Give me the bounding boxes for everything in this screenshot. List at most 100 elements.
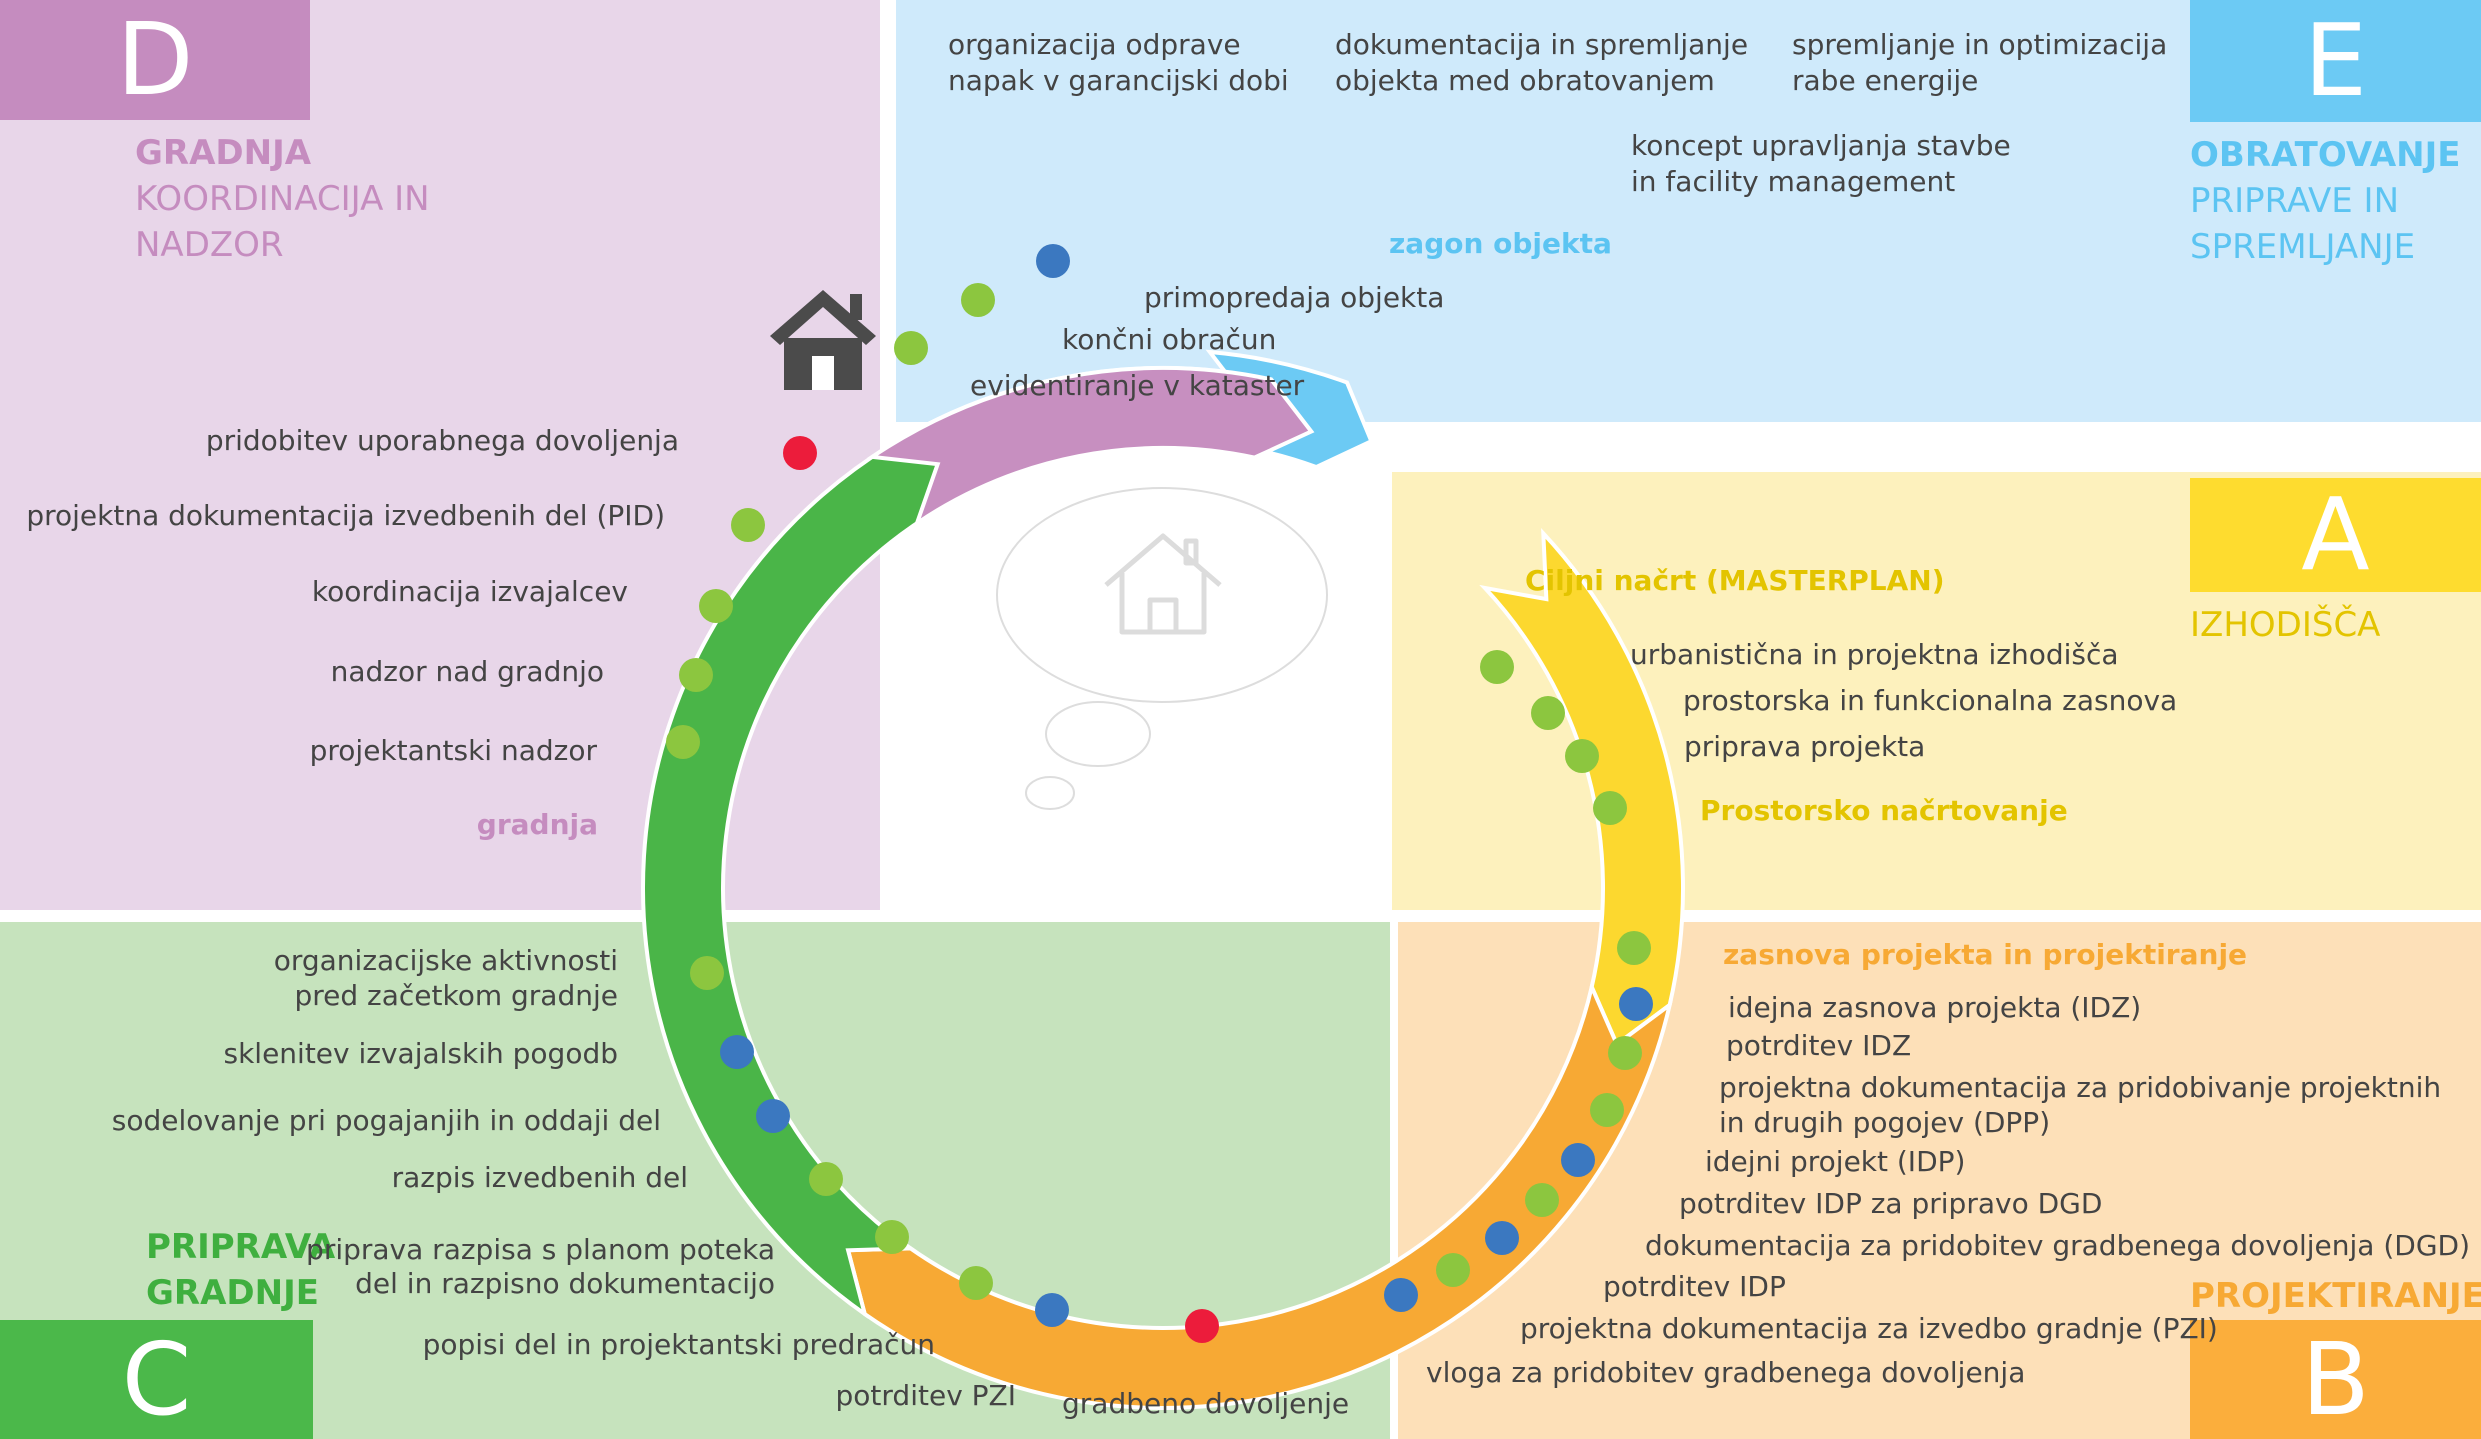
phase-c-title-1: PRIPRAVA: [146, 1227, 336, 1267]
cycle-dot: [1590, 1093, 1624, 1127]
e-top-item-energija-2: rabe energije: [1792, 64, 1979, 97]
cycle-dot: [1561, 1143, 1595, 1177]
cycle-dot: [1608, 1036, 1642, 1070]
cycle-dot: [1565, 739, 1599, 773]
cycle-dot: [1185, 1309, 1219, 1343]
c-item-popisi: popisi del in projektantski predračun: [422, 1328, 935, 1361]
phase-b-title: PROJEKTIRANJE: [2190, 1276, 2481, 1316]
c-item-priprava-razpisa-2: del in razpisno dokumentacijo: [355, 1267, 775, 1300]
e-top-item-energija-1: spremljanje in optimizacija: [1792, 28, 2168, 61]
c-item-organizacijske-2: pred začetkom gradnje: [294, 979, 618, 1012]
c-item-pogajanja: sodelovanje pri pogajanjih in oddaji del: [111, 1104, 661, 1137]
cycle-dot: [731, 508, 765, 542]
cycle-dot: [1617, 931, 1651, 965]
d-item-projektantski-nadzor: projektantski nadzor: [309, 734, 597, 767]
e-top-item-dokumentacija: dokumentacija in spremljanje objekta med…: [1335, 27, 1748, 99]
cycle-dot: [1531, 696, 1565, 730]
cycle-dot: [699, 589, 733, 623]
b-item-potrditev-idp-dgd: potrditev IDP za pripravo DGD: [1679, 1187, 2103, 1220]
cycle-dot: [756, 1099, 790, 1133]
phase-d-subtitle-2: NADZOR: [135, 225, 284, 265]
c-item-priprava-razpisa-1: priprava razpisa s planom poteka: [306, 1233, 775, 1266]
d-item-uporabno-dovoljenje: pridobitev uporabnega dovoljenja: [205, 424, 679, 457]
b-item-pzi: projektna dokumentacija za izvedbo gradn…: [1520, 1312, 2218, 1345]
cycle-dot: [1525, 1183, 1559, 1217]
cycle-dot: [679, 658, 713, 692]
phase-d-title: GRADNJA: [135, 133, 312, 173]
b-item-vloga: vloga za pridobitev gradbenega dovoljenj…: [1426, 1356, 2026, 1389]
e-concept: koncept upravljanja stavbe in facility m…: [1631, 128, 2011, 200]
e-top-item-dokumentacija-2: objekta med obratovanjem: [1335, 64, 1715, 97]
e-item-primopredaja: primopredaja objekta: [1144, 281, 1445, 314]
e-top-item-garancija-1: organizacija odprave: [948, 28, 1241, 61]
e-item-kataster: evidentiranje v kataster: [970, 369, 1305, 402]
phase-letter-a: A: [2190, 478, 2481, 592]
cycle-dot: [1035, 1293, 1069, 1327]
phase-d-subtitle-1: KOORDINACIJA IN: [135, 179, 430, 219]
b-stage-zasnova: zasnova projekta in projektiranje: [1723, 938, 2248, 971]
cycle-dot: [1485, 1221, 1519, 1255]
phase-a-title: IZHODIŠČA: [2190, 605, 2381, 645]
c-item-organizacijske-1: organizacijske aktivnosti: [273, 944, 618, 977]
c-item-gradbeno-dovoljenje: gradbeno dovoljenje: [1062, 1387, 1350, 1420]
b-item-dpp-2: in drugih pogojev (DPP): [1719, 1106, 2051, 1139]
phase-letter-d: D: [0, 0, 310, 120]
c-item-pogodbe: sklenitev izvajalskih pogodb: [223, 1037, 618, 1070]
cycle-dot: [875, 1220, 909, 1254]
thought-bubble: [996, 487, 1328, 810]
a-item-priprava: priprava projekta: [1684, 730, 1926, 763]
a-item-izhodisca: urbanistična in projektna izhodišča: [1630, 638, 2119, 671]
phase-letter-e: E: [2190, 0, 2481, 122]
cycle-dot: [961, 283, 995, 317]
cycle-dot: [1480, 650, 1514, 684]
cycle-dot: [1384, 1278, 1418, 1312]
b-item-idz: idejna zasnova projekta (IDZ): [1728, 991, 2142, 1024]
e-top-item-garancija: organizacija odprave napak v garancijski…: [948, 27, 1289, 99]
b-item-dpp-1: projektna dokumentacija za pridobivanje …: [1719, 1071, 2442, 1104]
phase-d-heading: GRADNJA KOORDINACIJA IN NADZOR: [135, 130, 430, 268]
phase-letter-b: B: [2190, 1320, 2481, 1439]
cycle-dot: [959, 1266, 993, 1300]
cycle-dot: [809, 1162, 843, 1196]
e-top-item-dokumentacija-1: dokumentacija in spremljanje: [1335, 28, 1749, 61]
phase-c-title-2: GRADNJE: [146, 1273, 319, 1313]
phase-c-heading: PRIPRAVA GRADNJE: [146, 1224, 336, 1316]
d-item-nadzor: nadzor nad gradnjo: [330, 655, 604, 688]
b-item-potrditev-idz: potrditev IDZ: [1726, 1029, 1912, 1062]
cycle-dot: [1593, 791, 1627, 825]
e-stage-zagon: zagon objekta: [1389, 227, 1612, 260]
e-top-item-energija: spremljanje in optimizacija rabe energij…: [1792, 27, 2167, 99]
phase-e-subtitle-1: PRIPRAVE IN: [2190, 181, 2399, 221]
house-outline-icon: [1104, 533, 1222, 635]
c-item-potrditev-pzi: potrditev PZI: [835, 1379, 1016, 1412]
cycle-dot: [894, 331, 928, 365]
e-concept-1: koncept upravljanja stavbe: [1631, 129, 2011, 162]
a-stage-masterplan: Ciljni načrt (MASTERPLAN): [1525, 564, 1945, 597]
cycle-dot: [666, 725, 700, 759]
phase-e-title: OBRATOVANJE: [2190, 135, 2461, 175]
b-item-idp: idejni projekt (IDP): [1705, 1145, 1966, 1178]
b-item-potrditev-idp: potrditev IDP: [1603, 1270, 1786, 1303]
cycle-arcs: [641, 349, 1685, 1410]
phase-letter-c: C: [0, 1320, 313, 1439]
house-icon: [770, 290, 876, 390]
e-item-koncni-obracun: končni obračun: [1062, 323, 1277, 356]
cycle-dot: [783, 436, 817, 470]
cycle-dot: [1436, 1253, 1470, 1287]
a-stage-prostorsko: Prostorsko načrtovanje: [1700, 794, 2068, 827]
cycle-dot: [690, 956, 724, 990]
d-item-pid: projektna dokumentacija izvedbenih del (…: [26, 499, 665, 532]
phase-e-heading: OBRATOVANJE PRIPRAVE IN SPREMLJANJE: [2190, 132, 2461, 270]
a-item-zasnova: prostorska in funkcionalna zasnova: [1683, 684, 2178, 717]
c-item-razpis: razpis izvedbenih del: [391, 1161, 688, 1194]
d-item-koordinacija: koordinacija izvajalcev: [311, 575, 628, 608]
d-stage-gradnja: gradnja: [476, 808, 598, 841]
cycle-dot: [720, 1035, 754, 1069]
b-item-dgd: dokumentacija za pridobitev gradbenega d…: [1645, 1229, 2471, 1262]
cycle-dots: [666, 244, 1653, 1343]
e-top-item-garancija-2: napak v garancijski dobi: [948, 64, 1289, 97]
e-concept-2: in facility management: [1631, 165, 1956, 198]
arc-segment-izhodisca: [1479, 528, 1685, 1048]
cycle-dot: [1619, 987, 1653, 1021]
